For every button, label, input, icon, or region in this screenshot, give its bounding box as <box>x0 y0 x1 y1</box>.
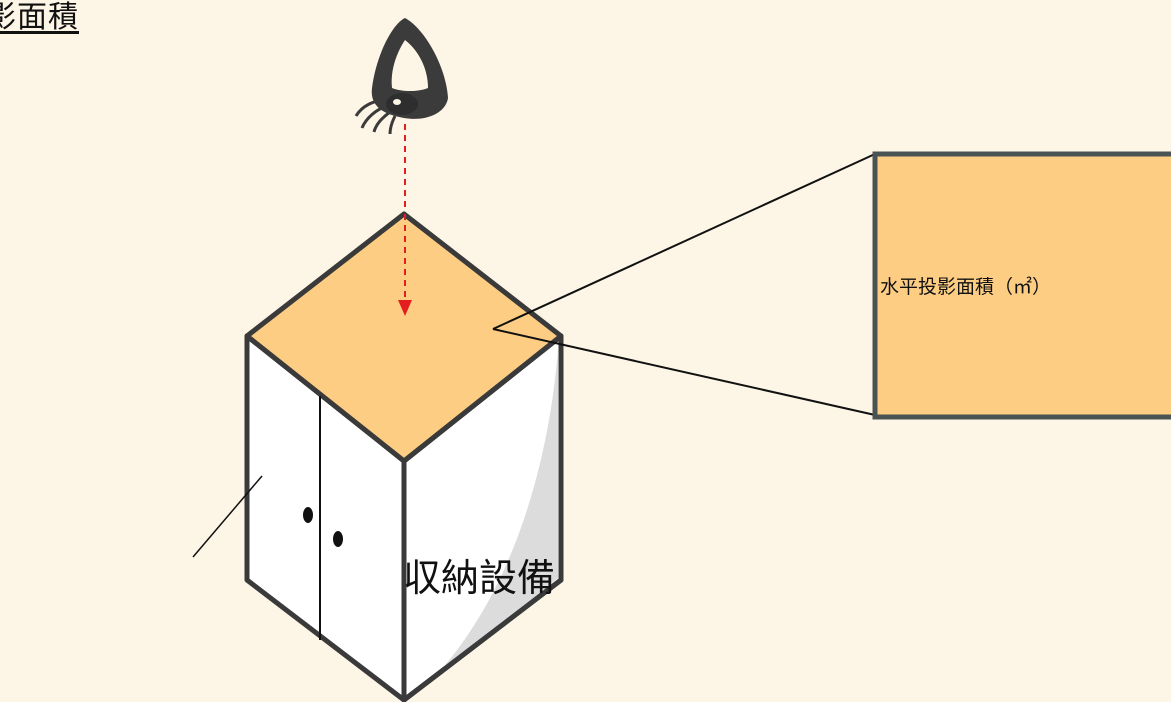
callout-line-bottom <box>492 328 876 416</box>
page-title: 影面積 <box>0 0 79 35</box>
top-face <box>244 211 564 464</box>
projection-area-label: 水平投影面積（㎡） <box>880 276 1052 298</box>
projection-area-box <box>872 151 1171 420</box>
storage-cabinet <box>244 211 564 702</box>
cabinet-leader-line <box>192 475 263 558</box>
door-knob <box>303 507 313 523</box>
door-knob <box>333 531 343 547</box>
storage-equipment-label: 収納設備 <box>403 556 556 600</box>
eye-icon <box>354 18 448 135</box>
down-arrow-overlay <box>398 214 412 316</box>
callout-line-top <box>492 153 876 330</box>
side-shade <box>428 350 558 684</box>
